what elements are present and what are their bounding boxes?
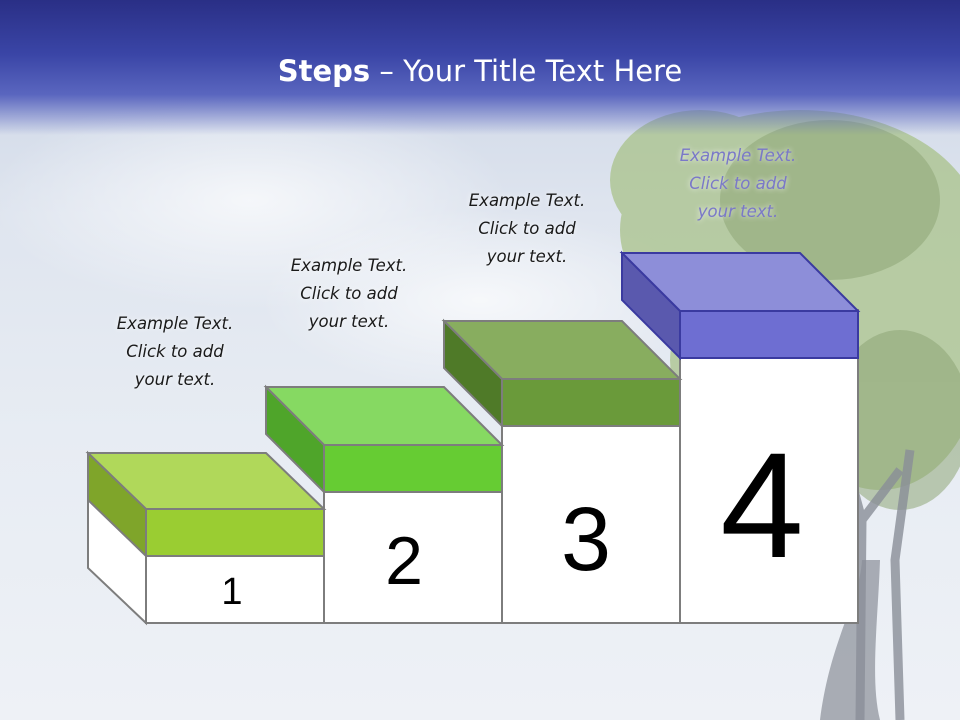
step-number-4: 4 bbox=[720, 421, 803, 589]
title-bold: Steps bbox=[277, 54, 371, 88]
step-number-3: 3 bbox=[561, 490, 611, 590]
caption-line: Click to add bbox=[300, 284, 398, 303]
step-slab-2[interactable] bbox=[263, 384, 505, 495]
caption-line: Example Text. bbox=[290, 256, 408, 275]
caption-line: your text. bbox=[134, 370, 216, 389]
slide-title[interactable]: Steps – Your Title Text Here bbox=[0, 54, 960, 88]
step-box-4[interactable] bbox=[679, 309, 859, 624]
step-slab-3[interactable] bbox=[441, 318, 683, 429]
title-rest: Your Title Text Here bbox=[403, 54, 683, 88]
caption-line: Click to add bbox=[478, 219, 576, 238]
step-caption-4[interactable]: Example Text. Click to add your text. bbox=[643, 142, 833, 226]
step-caption-3[interactable]: Example Text. Click to add your text. bbox=[432, 187, 622, 271]
step-number-2: 2 bbox=[385, 523, 423, 599]
step-slab-4[interactable] bbox=[619, 250, 861, 361]
step-slab-1[interactable] bbox=[85, 450, 327, 559]
caption-line: your text. bbox=[697, 202, 779, 221]
caption-line: your text. bbox=[486, 247, 568, 266]
title-dash: – bbox=[370, 54, 404, 88]
caption-line: Example Text. bbox=[468, 191, 586, 210]
caption-line: Example Text. bbox=[116, 314, 234, 333]
step-number-1: 1 bbox=[221, 571, 242, 613]
caption-line: Click to add bbox=[126, 342, 224, 361]
step-caption-2[interactable]: Example Text. Click to add your text. bbox=[254, 252, 444, 336]
caption-line: Example Text. bbox=[679, 146, 797, 165]
step-caption-1[interactable]: Example Text. Click to add your text. bbox=[80, 310, 270, 394]
caption-line: your text. bbox=[308, 312, 390, 331]
caption-line: Click to add bbox=[689, 174, 787, 193]
title-bar bbox=[0, 0, 960, 135]
